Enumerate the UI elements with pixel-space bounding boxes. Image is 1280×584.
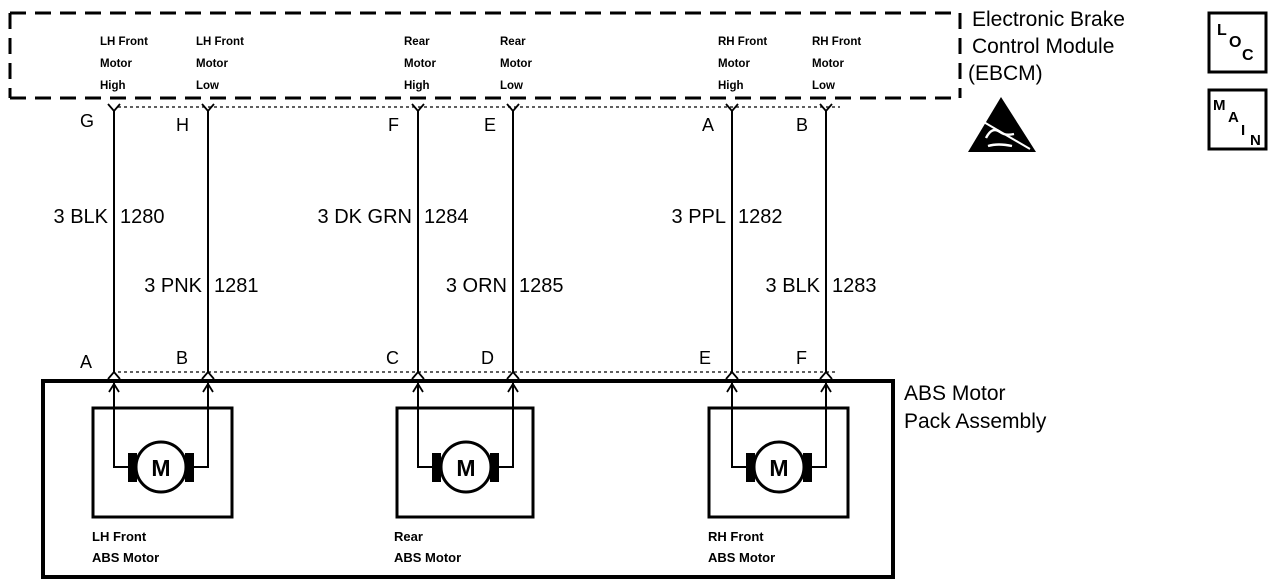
- rear-motor-label-l2: ABS Motor: [394, 550, 461, 565]
- ebcm-term-letter-f: F: [388, 115, 399, 135]
- pack-term-letter-e: E: [699, 348, 711, 368]
- pin-label-rh-high-l3: High: [718, 80, 744, 92]
- pin-label-rear-low-l3: Low: [500, 80, 523, 92]
- wire-circuit-1280: 1280: [120, 206, 165, 228]
- pin-label-rear-high-l3: High: [404, 80, 430, 92]
- wire-circuit-1282: 1282: [738, 206, 783, 228]
- pack-terminal-b: [201, 370, 215, 380]
- ebcm-term-letter-h: H: [176, 115, 189, 135]
- ebcm-title-line-3: (EBCM): [968, 62, 1043, 85]
- wire-color-1282: 3 PPL: [672, 206, 726, 228]
- motor-pack-title-line-2: Pack Assembly: [904, 410, 1047, 433]
- motor-pack-title-line-1: ABS Motor: [904, 382, 1006, 405]
- pack-term-letter-c: C: [386, 348, 399, 368]
- ebcm-terminal-letters: G H F E A B: [80, 111, 808, 135]
- wire-color-1280: 3 BLK: [54, 206, 109, 228]
- ebcm-title-line-2: Control Module: [972, 35, 1114, 58]
- pin-label-rh-low-l1: RH Front: [812, 36, 861, 48]
- ebcm-term-letter-a: A: [702, 115, 714, 135]
- ebcm-title-line-1: Electronic Brake: [972, 8, 1125, 31]
- rear-motor-m: M: [456, 455, 475, 481]
- wire-color-1281: 3 PNK: [144, 275, 202, 297]
- wire-circuit-1283: 1283: [832, 275, 877, 297]
- pack-terminal-d: [506, 370, 520, 380]
- pin-label-lh-low-l1: LH Front: [196, 36, 244, 48]
- ebcm-terminal-a: [725, 103, 739, 113]
- wire-bundle: [113, 111, 827, 373]
- pin-label-rh-low-l2: Motor: [812, 58, 844, 70]
- rh-motor-label-l2: ABS Motor: [708, 550, 775, 565]
- motor-pack-connector: A B C D E F: [80, 348, 835, 380]
- rh-motor-label-l1: RH Front: [708, 529, 764, 544]
- pin-label-rh-high-l1: RH Front: [718, 36, 767, 48]
- lh-motor-label-l1: LH Front: [92, 529, 147, 544]
- rh-motor-m: M: [769, 455, 788, 481]
- pack-term-letter-d: D: [481, 348, 494, 368]
- pack-terminal-a: [107, 370, 121, 380]
- pin-label-lh-high-l2: Motor: [100, 58, 132, 70]
- ebcm-module: [8, 11, 962, 108]
- pin-label-lh-low-l2: Motor: [196, 58, 228, 70]
- main-letter-n: N: [1250, 132, 1261, 149]
- rh-front-motor: M RH Front ABS Motor: [707, 382, 850, 565]
- pack-term-letter-f: F: [796, 348, 807, 368]
- pin-label-lh-high-l1: LH Front: [100, 36, 148, 48]
- lh-motor-symbol-icon: [134, 440, 188, 494]
- wire-circuit-1284: 1284: [424, 206, 469, 228]
- ebcm-pin-labels: LH Front Motor High LH Front Motor Low R…: [100, 36, 861, 92]
- ebcm-connector-terminals: [107, 103, 833, 113]
- main-letter-a: A: [1228, 109, 1239, 126]
- pack-term-letter-a: A: [80, 352, 92, 372]
- ebcm-terminal-e: [506, 103, 520, 113]
- wire-color-1285: 3 ORN: [446, 275, 507, 297]
- pin-label-rear-high-l2: Motor: [404, 58, 436, 70]
- ebcm-title: Electronic Brake Control Module (EBCM): [968, 8, 1125, 85]
- pin-label-rh-high-l2: Motor: [718, 58, 750, 70]
- wire-labels: 3 BLK 1280 3 PNK 1281 3 DK GRN 1284 3 OR…: [54, 206, 877, 297]
- loc-badge-icon: L O C: [1207, 11, 1268, 74]
- lh-motor-m: M: [151, 455, 170, 481]
- lh-motor-label-l2: ABS Motor: [92, 550, 159, 565]
- ebcm-terminal-b: [819, 103, 833, 113]
- loc-letter-o: O: [1229, 34, 1241, 51]
- pin-label-lh-low-l3: Low: [196, 80, 219, 92]
- ebcm-term-letter-g: G: [80, 111, 94, 131]
- motor-pack-title: ABS Motor Pack Assembly: [904, 382, 1047, 433]
- ebcm-terminal-f: [411, 103, 425, 113]
- rear-motor: M Rear ABS Motor: [394, 382, 535, 565]
- wire-circuit-1281: 1281: [214, 275, 259, 297]
- motor-pack-box: [41, 379, 895, 579]
- pack-terminal-e: [725, 370, 739, 380]
- pin-label-rh-low-l3: Low: [812, 80, 835, 92]
- wire-circuit-1285: 1285: [519, 275, 564, 297]
- pin-label-rear-low-l1: Rear: [500, 36, 526, 48]
- lh-front-motor: M LH Front ABS Motor: [91, 382, 234, 565]
- main-badge-icon: M A I N: [1207, 88, 1268, 151]
- main-letter-m: M: [1213, 97, 1226, 114]
- pin-label-rear-high-l1: Rear: [404, 36, 430, 48]
- rh-motor-symbol-icon: [752, 440, 806, 494]
- rear-motor-symbol-icon: [439, 440, 493, 494]
- loc-letter-c: C: [1242, 47, 1254, 64]
- pin-label-rear-low-l2: Motor: [500, 58, 532, 70]
- pack-terminal-f: [819, 370, 833, 380]
- wire-color-1284: 3 DK GRN: [318, 206, 412, 228]
- pack-term-letter-b: B: [176, 348, 188, 368]
- ebcm-terminal-h: [201, 103, 215, 113]
- ebcm-term-letter-b: B: [796, 115, 808, 135]
- wire-color-1283: 3 BLK: [766, 275, 821, 297]
- pin-label-lh-high-l3: High: [100, 80, 126, 92]
- ebcm-terminal-g: [107, 103, 121, 113]
- esd-warning-icon: [968, 97, 1036, 152]
- ebcm-term-letter-e: E: [484, 115, 496, 135]
- rear-motor-label-l1: Rear: [394, 529, 423, 544]
- pack-terminal-c: [411, 370, 425, 380]
- loc-letter-l: L: [1217, 22, 1227, 39]
- main-letter-i: I: [1241, 122, 1245, 139]
